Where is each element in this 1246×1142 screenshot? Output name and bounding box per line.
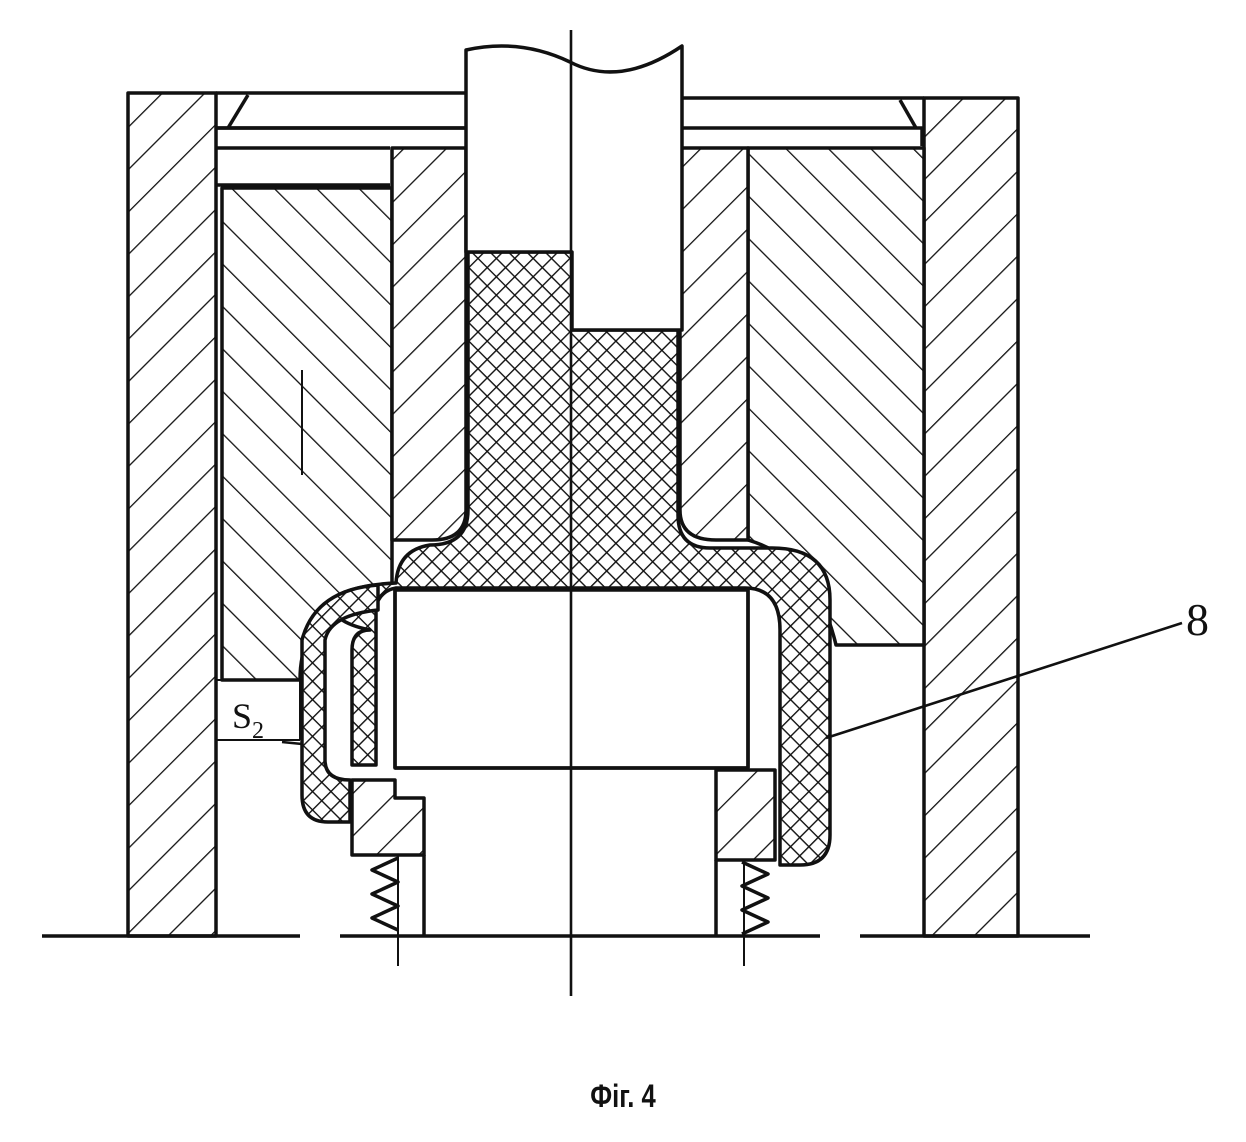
s2-arrow (281, 740, 303, 746)
spring-left (370, 856, 400, 932)
housing-wall-right (922, 96, 1020, 938)
inner-sleeve-left (390, 146, 468, 542)
lower-guide-right (714, 768, 777, 862)
elastic-ring-left (300, 583, 380, 824)
lower-guide-left (350, 778, 426, 857)
figure-caption: Фіг. 4 (590, 1078, 656, 1114)
stem (464, 44, 684, 332)
housing-wall-left (126, 91, 218, 938)
housing-top-right (680, 96, 924, 146)
inner-sleeve-right (678, 146, 750, 542)
gap-label-s2: S2 (232, 696, 264, 744)
spring-right (740, 860, 770, 936)
housing-top-left (216, 91, 470, 130)
leader-line-8 (825, 621, 1183, 740)
part-label-8: 8 (1186, 594, 1209, 645)
